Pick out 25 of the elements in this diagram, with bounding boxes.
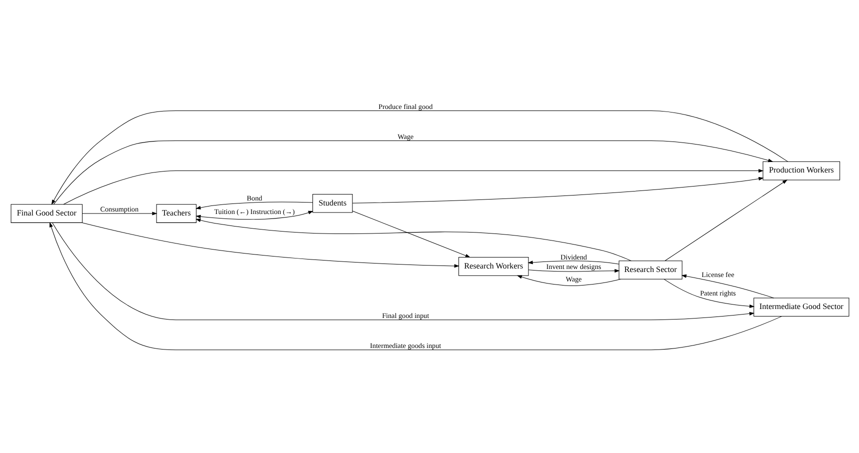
arrow — [352, 210, 470, 258]
arrow — [53, 140, 773, 204]
node-box: Production Workers — [762, 161, 840, 180]
arrow — [528, 269, 620, 273]
arrow — [81, 222, 459, 268]
arrow — [50, 110, 788, 205]
arrow — [49, 222, 782, 350]
node-box: Teachers — [156, 204, 196, 223]
node-box: Intermediate Good Sector — [753, 298, 849, 317]
arrow — [527, 260, 619, 264]
node-box: Research Workers — [458, 257, 528, 276]
arrow — [352, 177, 764, 204]
arrow — [195, 218, 632, 262]
arrow — [195, 202, 312, 210]
node-box: Students — [312, 194, 352, 213]
arrow — [82, 212, 157, 216]
arrow — [663, 278, 754, 308]
node-box: Final Good Sector — [10, 204, 82, 223]
arrow — [516, 275, 621, 286]
arrow — [52, 222, 754, 320]
arrow — [195, 210, 313, 220]
arrow — [664, 180, 788, 261]
arrow — [680, 274, 774, 298]
node-box: Research Sector — [618, 260, 682, 280]
arrow — [62, 169, 764, 205]
